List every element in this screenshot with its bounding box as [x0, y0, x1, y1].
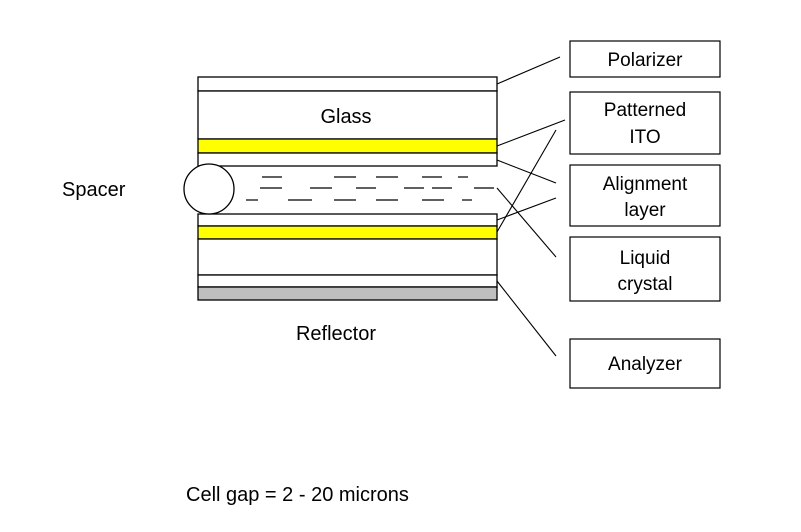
callout-box-analyzer — [569, 338, 721, 389]
leader-alignment-bottom — [496, 197, 557, 221]
spacer-label: Spacer — [62, 179, 126, 201]
callout-liquid-crystal-text-2: crystal — [618, 274, 673, 295]
top-polarizer-layer — [197, 76, 498, 92]
glass-label: Glass — [320, 106, 371, 128]
callout-patterned-ito-text-2: ITO — [629, 127, 660, 148]
bottom-ito-layer — [197, 225, 498, 240]
callout-box-polarizer — [569, 40, 721, 78]
cell-gap-label: Cell gap = 2 - 20 microns — [186, 484, 409, 506]
callout-alignment-text-2: layer — [624, 200, 666, 221]
bottom-alignment-layer — [197, 213, 498, 227]
leader-polarizer — [496, 56, 561, 85]
callout-liquid-crystal-text-1: Liquid — [620, 248, 671, 269]
callout-polarizer-text: Polarizer — [608, 50, 684, 71]
callout-alignment-text-1: Alignment — [603, 174, 688, 195]
spacer-ball — [183, 163, 235, 215]
top-alignment-layer — [197, 152, 498, 167]
leader-lines — [496, 56, 566, 357]
callout-box-patterned-ito — [569, 91, 721, 155]
bottom-glass-layer — [197, 238, 498, 276]
leader-alignment-top — [496, 159, 557, 184]
bottom-analyzer-layer — [197, 274, 498, 288]
liquid-crystal-molecules — [246, 176, 494, 201]
leader-ito-bottom — [496, 129, 557, 233]
leader-liquid-crystal — [496, 187, 557, 258]
callout-analyzer-text: Analyzer — [608, 354, 683, 375]
callout-patterned-ito-text-1: Patterned — [604, 100, 686, 121]
top-glass-layer — [197, 90, 498, 140]
reflector-layer — [197, 286, 498, 301]
callout-box-alignment-layer — [569, 164, 721, 227]
top-ito-layer — [197, 138, 498, 154]
leader-ito-top — [496, 119, 566, 147]
callout-box-liquid-crystal — [569, 236, 721, 302]
reflector-label: Reflector — [296, 323, 376, 345]
leader-analyzer — [496, 280, 557, 357]
